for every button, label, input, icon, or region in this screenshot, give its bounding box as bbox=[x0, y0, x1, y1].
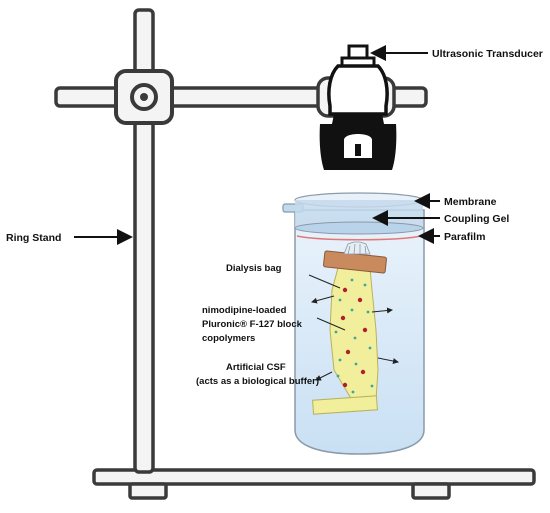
callout-arrows bbox=[74, 45, 440, 245]
label-csf-line1: Artificial CSF bbox=[226, 362, 286, 373]
dialysis-bag bbox=[312, 241, 387, 415]
label-ultrasonic-transducer: Ultrasonic Transducer bbox=[432, 48, 543, 60]
label-ring-stand: Ring Stand bbox=[6, 232, 61, 244]
membrane-gel-layer bbox=[294, 192, 424, 241]
label-csf-line2: (acts as a biological buffer) bbox=[196, 376, 319, 387]
label-copolymer-line3: copolymers bbox=[202, 333, 255, 344]
ring-stand-clamp bbox=[114, 69, 174, 125]
label-dialysis-bag: Dialysis bag bbox=[226, 263, 282, 274]
label-parafilm: Parafilm bbox=[444, 231, 485, 243]
diffusion-arrows bbox=[311, 295, 399, 381]
ring-stand-rod bbox=[133, 8, 155, 474]
label-coupling-gel: Coupling Gel bbox=[444, 213, 509, 225]
inner-pointer-lines bbox=[308, 274, 346, 331]
label-copolymer-line1: nimodipine-loaded bbox=[202, 305, 287, 316]
ring-stand-base bbox=[92, 468, 536, 500]
nanoparticle-dots bbox=[334, 278, 374, 394]
ultrasonic-transducer bbox=[319, 44, 397, 170]
label-membrane: Membrane bbox=[444, 196, 497, 208]
label-copolymer-line2: Pluronic® F-127 block bbox=[202, 319, 303, 330]
